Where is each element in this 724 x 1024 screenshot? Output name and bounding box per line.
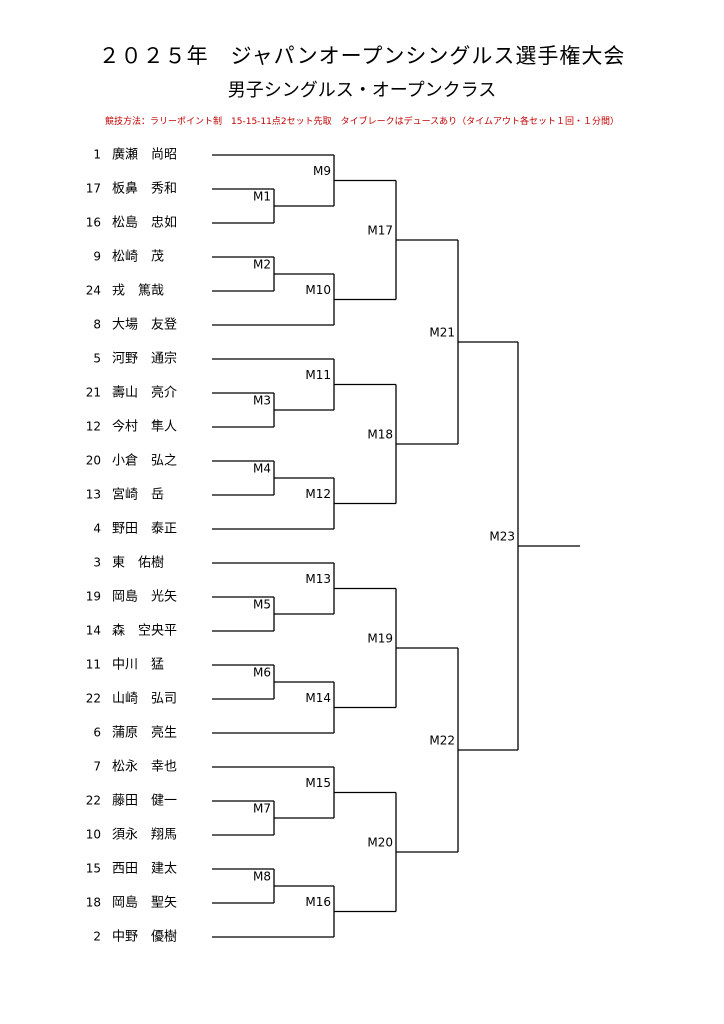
player-seed: 9 [93, 250, 101, 264]
match-label-m4: M4 [253, 462, 271, 476]
match-label-m6: M6 [253, 666, 271, 680]
player-seed: 7 [93, 760, 101, 774]
player-seed: 15 [86, 862, 101, 876]
match-label-m13: M13 [305, 572, 331, 586]
player-name: 板鼻 秀和 [112, 181, 177, 197]
page-subtitle: 男子シングルス・オープンクラス [227, 80, 497, 101]
player-seed: 19 [86, 590, 101, 604]
player-name: 壽山 亮介 [112, 385, 177, 401]
player-name: 岡島 光矢 [112, 590, 177, 605]
player-seed: 8 [93, 318, 101, 332]
player-name: 岡島 聖矢 [112, 896, 177, 911]
player-name: 東 佑樹 [112, 555, 164, 571]
page-title: ２０２５年 ジャパンオープンシングルス選手権大会 [98, 44, 626, 68]
player-name: 戎 篤哉 [112, 284, 164, 299]
player-seed: 12 [86, 420, 101, 434]
match-label-m15: M15 [305, 776, 331, 790]
match-label-m21: M21 [429, 326, 455, 340]
player-name: 松崎 茂 [112, 250, 164, 265]
match-label-m10: M10 [305, 283, 331, 297]
player-seed: 16 [86, 216, 101, 230]
player-name: 山崎 弘司 [112, 692, 177, 707]
player-name: 河野 通宗 [112, 351, 177, 367]
player-name: 今村 隼人 [112, 419, 177, 435]
match-label-m23: M23 [489, 530, 515, 544]
match-label-m19: M19 [367, 632, 393, 646]
competition-rules: 競技方法：ラリーポイント制 15-15-11点2セット先取 タイブレークはデュー… [105, 117, 619, 127]
player-seed: 13 [86, 488, 101, 502]
player-name: 松永 幸也 [112, 760, 177, 775]
match-label-m17: M17 [367, 224, 393, 238]
player-seed: 1 [93, 148, 101, 162]
match-label-m2: M2 [253, 258, 271, 272]
match-label-m16: M16 [305, 895, 331, 909]
player-seed: 17 [86, 182, 101, 196]
player-seed: 14 [86, 624, 101, 638]
match-label-m1: M1 [253, 190, 271, 204]
player-seed: 6 [93, 726, 101, 740]
player-name: 中野 優樹 [112, 930, 177, 945]
player-name: 小倉 弘之 [112, 454, 177, 469]
match-label-m22: M22 [429, 734, 455, 748]
player-seed: 5 [93, 352, 101, 366]
player-seed: 10 [86, 828, 101, 842]
player-name: 大場 友登 [112, 317, 177, 333]
player-seed: 4 [93, 522, 101, 536]
player-name: 野田 泰正 [112, 522, 177, 537]
player-seed: 3 [93, 556, 101, 570]
match-label-m12: M12 [305, 487, 331, 501]
player-name: 蒲原 亮生 [112, 725, 177, 741]
match-label-m11: M11 [305, 368, 331, 382]
player-seed: 24 [86, 284, 101, 298]
player-seed: 20 [86, 454, 101, 468]
player-name: 須永 翔馬 [112, 828, 177, 843]
player-name: 森 空央平 [112, 624, 177, 639]
player-seed: 22 [86, 794, 101, 808]
match-label-m9: M9 [313, 164, 331, 178]
match-label-m3: M3 [253, 394, 271, 408]
player-seed: 18 [86, 896, 101, 910]
match-label-m8: M8 [253, 870, 271, 884]
player-name: 廣瀬 尚昭 [112, 148, 177, 163]
player-seed: 2 [93, 930, 101, 944]
player-seed: 21 [86, 386, 101, 400]
match-label-m20: M20 [367, 836, 393, 850]
player-name: 宮崎 岳 [112, 487, 164, 503]
match-label-m18: M18 [367, 428, 393, 442]
match-label-m7: M7 [253, 802, 271, 816]
player-seed: 22 [86, 692, 101, 706]
player-name: 中川 猛 [112, 658, 164, 673]
match-label-m5: M5 [253, 598, 271, 612]
player-name: 西田 建太 [112, 862, 177, 877]
match-label-m14: M14 [305, 691, 331, 705]
player-seed: 11 [86, 658, 101, 672]
player-name: 藤田 健一 [112, 794, 177, 809]
player-name: 松島 忠如 [112, 215, 177, 231]
